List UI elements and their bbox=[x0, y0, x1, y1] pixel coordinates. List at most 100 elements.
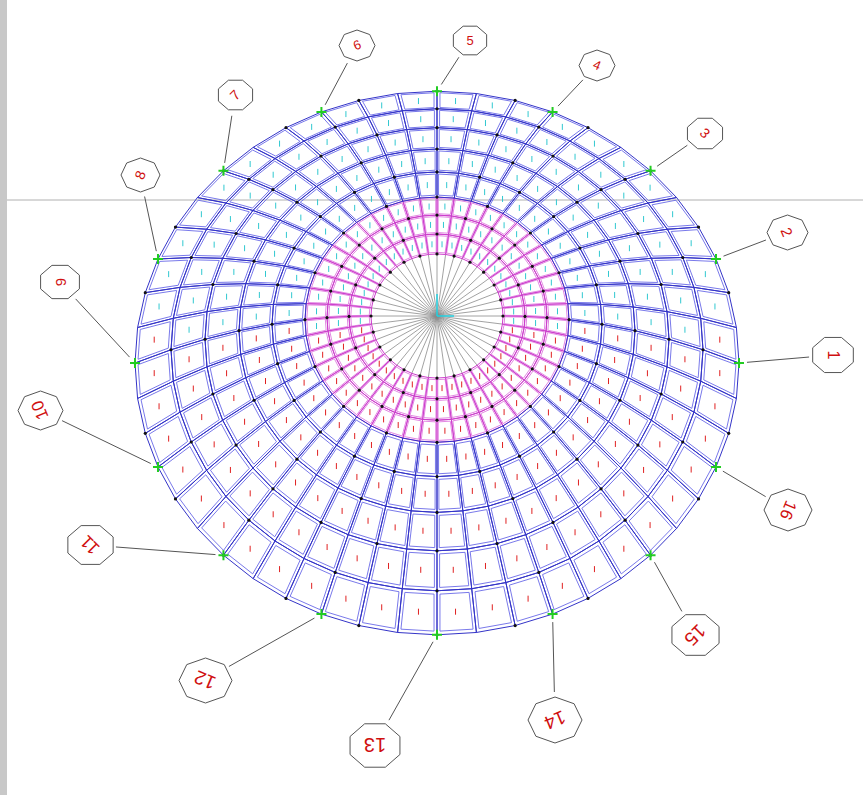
leader-line bbox=[229, 618, 315, 666]
element-edge bbox=[286, 558, 335, 614]
leader-line bbox=[657, 145, 687, 166]
local-axis-mark bbox=[705, 271, 706, 277]
joint-dot bbox=[402, 391, 405, 394]
element-outline bbox=[491, 137, 523, 160]
callout-bubble: 16 bbox=[763, 488, 813, 532]
local-axis-mark bbox=[487, 367, 488, 373]
element-edge bbox=[536, 475, 578, 523]
element-edge bbox=[621, 203, 667, 233]
support-marker bbox=[316, 107, 326, 117]
local-axis-mark bbox=[378, 167, 379, 173]
element-edge bbox=[558, 171, 602, 202]
local-axis-mark bbox=[485, 563, 486, 569]
joint-dot bbox=[435, 107, 438, 110]
joint-dot bbox=[435, 397, 438, 400]
element-outline bbox=[612, 236, 648, 259]
element-edge bbox=[513, 144, 553, 174]
leader-line bbox=[325, 63, 347, 105]
local-axis-mark bbox=[545, 266, 546, 272]
octagon-shape bbox=[813, 337, 854, 372]
local-axis-mark bbox=[393, 231, 394, 237]
element-edge bbox=[280, 417, 320, 459]
local-axis-mark bbox=[546, 544, 547, 550]
element-outline bbox=[180, 200, 222, 227]
element-outline bbox=[526, 305, 545, 316]
local-axis-mark bbox=[417, 224, 418, 230]
local-axis-mark bbox=[684, 327, 685, 333]
local-axis-mark bbox=[395, 524, 396, 530]
local-axis-mark bbox=[214, 242, 215, 248]
element-outline bbox=[325, 103, 364, 125]
joint-dot bbox=[360, 497, 363, 500]
local-axis-mark bbox=[446, 456, 447, 462]
local-axis-mark bbox=[412, 245, 413, 251]
joint-dot bbox=[578, 399, 581, 402]
element-edge bbox=[577, 190, 621, 220]
element-edge bbox=[558, 459, 602, 507]
local-axis-mark bbox=[578, 479, 579, 485]
element-outline bbox=[341, 165, 371, 190]
local-axis-mark bbox=[587, 232, 588, 238]
local-axis-mark bbox=[511, 375, 512, 381]
joint-dot bbox=[478, 176, 481, 179]
local-axis-mark bbox=[535, 320, 536, 326]
joint-dot bbox=[514, 624, 517, 627]
spoke-line bbox=[437, 262, 470, 316]
element-outline bbox=[210, 206, 249, 232]
spoke-line bbox=[428, 316, 437, 378]
joint-dot bbox=[435, 252, 438, 255]
local-axis-mark bbox=[537, 253, 538, 259]
element-outline bbox=[631, 357, 664, 390]
local-axis-mark bbox=[354, 205, 355, 211]
joint-dot bbox=[435, 213, 438, 216]
local-axis-mark bbox=[286, 417, 287, 423]
element-outline bbox=[671, 446, 712, 494]
local-axis-mark bbox=[422, 384, 423, 390]
leader-line bbox=[558, 80, 583, 106]
local-axis-mark bbox=[494, 361, 495, 367]
element-outline bbox=[371, 547, 403, 585]
local-axis-mark bbox=[258, 441, 259, 447]
element-outline bbox=[599, 285, 630, 305]
joint-dot bbox=[557, 365, 560, 368]
local-axis-mark bbox=[361, 327, 362, 333]
element-edge bbox=[296, 475, 338, 523]
joint-dot bbox=[551, 521, 554, 524]
joint-dot bbox=[169, 348, 172, 351]
local-axis-mark bbox=[534, 216, 535, 222]
local-axis-mark bbox=[408, 454, 409, 460]
element-edge bbox=[568, 320, 602, 344]
joint-dot bbox=[270, 323, 273, 326]
local-axis-mark bbox=[608, 378, 609, 384]
local-axis-mark bbox=[443, 406, 444, 412]
octagon-shape bbox=[41, 265, 80, 298]
local-axis-mark bbox=[422, 528, 423, 534]
local-axis-mark bbox=[615, 441, 616, 447]
octagon-shape bbox=[764, 489, 812, 531]
local-axis-mark bbox=[368, 345, 369, 351]
local-axis-mark bbox=[513, 318, 514, 324]
joint-dot bbox=[452, 374, 455, 377]
joints bbox=[133, 90, 740, 637]
element-outline bbox=[344, 359, 365, 378]
element-outline bbox=[317, 359, 339, 379]
element-outline bbox=[397, 220, 413, 238]
element-outline bbox=[244, 347, 275, 375]
element-edge bbox=[398, 91, 437, 111]
element-outline bbox=[180, 475, 222, 524]
local-axis-mark bbox=[316, 323, 317, 329]
element-outline bbox=[599, 347, 630, 375]
local-axis-mark bbox=[357, 231, 358, 237]
joint-dot bbox=[468, 261, 471, 264]
local-axis-mark bbox=[505, 518, 506, 524]
joint-dot bbox=[313, 271, 316, 274]
element-outline bbox=[583, 386, 617, 419]
joint-dot bbox=[697, 497, 700, 500]
element-outline bbox=[548, 305, 567, 318]
local-axis-mark bbox=[403, 249, 404, 255]
element-edge bbox=[145, 258, 191, 293]
joint-dot bbox=[293, 247, 296, 250]
local-axis-mark bbox=[680, 297, 681, 303]
element-edge bbox=[553, 141, 599, 171]
joint-dot bbox=[271, 487, 274, 490]
